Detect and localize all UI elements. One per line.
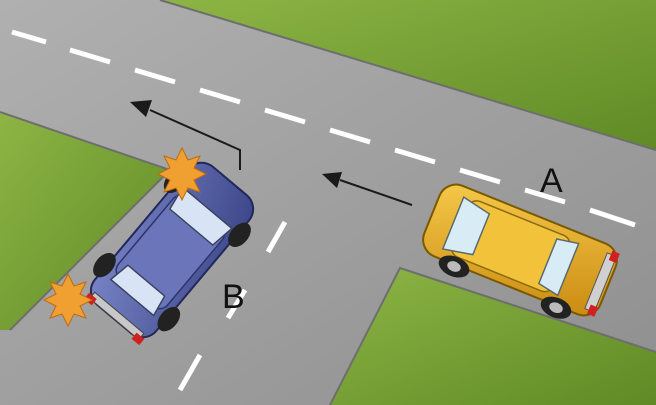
car-b-label: B [222, 278, 245, 316]
car-a-label: A [540, 162, 563, 200]
